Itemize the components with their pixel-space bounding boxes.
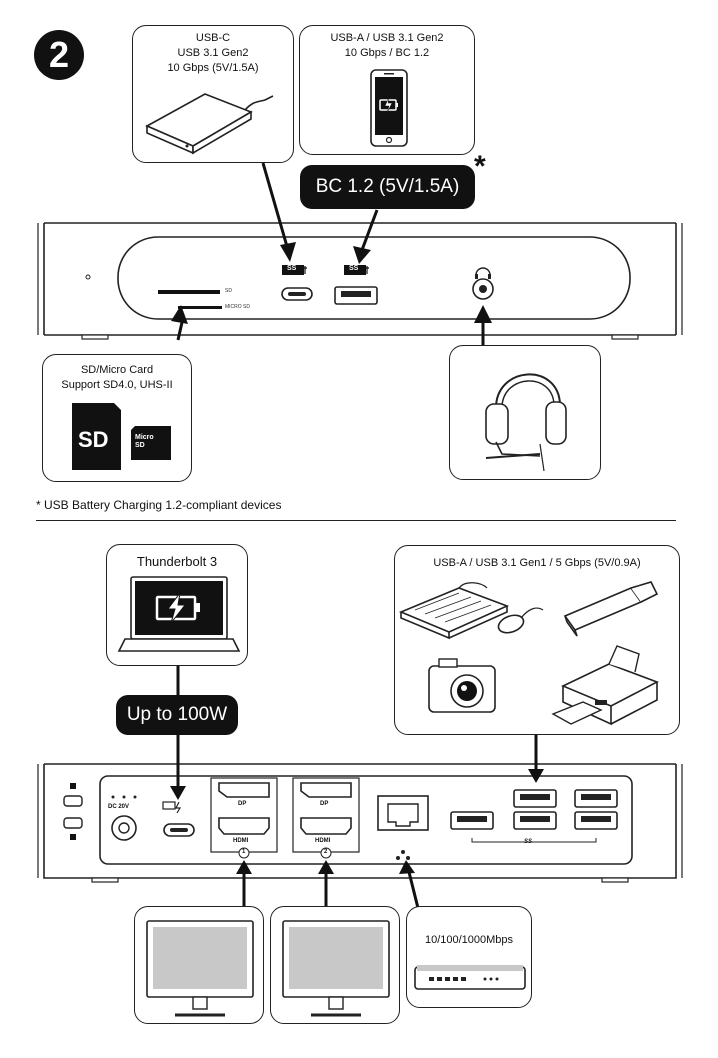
headset-box bbox=[449, 345, 601, 480]
hdmi-number-2: 2 bbox=[324, 849, 328, 855]
monitor-icon-1 bbox=[146, 920, 254, 1017]
step-number: 2 bbox=[48, 34, 70, 75]
bc-charging-pill: BC 1.2 (5V/1.5A) bbox=[300, 165, 475, 209]
thunderbolt-laptop-box: Thunderbolt 3 bbox=[106, 544, 248, 666]
hdmi-label-2: HDMI bbox=[315, 838, 331, 844]
usbc-line2: USB 3.1 Gen2 bbox=[177, 47, 249, 59]
dc-input-label: DC 20V bbox=[108, 804, 130, 810]
thunderbolt-label: Thunderbolt 3 bbox=[136, 554, 218, 569]
network-switch-icon bbox=[414, 965, 526, 990]
usba-rear-label: USB-A / USB 3.1 Gen1 / 5 Gbps (5V/0.9A) bbox=[433, 557, 641, 569]
micro-card-text: Micro SD bbox=[135, 434, 154, 449]
sd-card-text: SD bbox=[78, 427, 109, 452]
usba-phone-box: USB-A / USB 3.1 Gen2 10 Gbps / BC 1.2 bbox=[299, 25, 475, 155]
hdmi-number-1: 1 bbox=[242, 849, 246, 855]
monitor-box-1 bbox=[134, 906, 264, 1024]
usbc-line1: USB-C bbox=[195, 32, 231, 44]
footnote: * USB Battery Charging 1.2-compliant dev… bbox=[36, 498, 282, 512]
sd-box-line1: SD/Micro Card bbox=[80, 364, 154, 376]
usb-flash-drive-icon bbox=[563, 581, 659, 637]
sd-card-box: SD/Micro Card Support SD4.0, UHS-II SD M… bbox=[42, 354, 192, 482]
printer-icon bbox=[551, 645, 659, 726]
dp-label-1: DP bbox=[238, 801, 247, 807]
smartphone-icon bbox=[370, 69, 408, 147]
ss-usb-label: SS bbox=[524, 839, 533, 845]
laptop-icon bbox=[117, 576, 241, 652]
section-divider bbox=[36, 520, 676, 521]
usbc-line3: 10 Gbps (5V/1.5A) bbox=[167, 62, 259, 74]
sd-box-line2: Support SD4.0, UHS-II bbox=[61, 379, 173, 391]
external-drive-icon bbox=[145, 93, 274, 155]
keyboard-icon bbox=[398, 582, 510, 640]
hdmi-label-1: HDMI bbox=[233, 838, 249, 844]
usbc-device-box: USB-C USB 3.1 Gen2 10 Gbps (5V/1.5A) bbox=[132, 25, 294, 163]
usba-front-line2: 10 Gbps / BC 1.2 bbox=[344, 47, 430, 59]
monitor-box-2 bbox=[270, 906, 400, 1024]
monitor-icon-2 bbox=[282, 920, 390, 1017]
sd-slot-label: SD bbox=[225, 288, 232, 294]
usba-ss-icon: SS bbox=[349, 265, 359, 272]
front-dock-panel bbox=[37, 162, 683, 345]
camera-icon bbox=[428, 658, 496, 713]
usbc-ss-icon: SS bbox=[287, 265, 297, 272]
sd-card-icon bbox=[72, 403, 171, 470]
power-delivery-pill: Up to 100W bbox=[116, 695, 238, 735]
network-switch-box: 10/100/1000Mbps bbox=[406, 906, 532, 1008]
headset-icon bbox=[485, 373, 567, 472]
usba-front-line1: USB-A / USB 3.1 Gen2 bbox=[330, 32, 444, 44]
step-badge: 2 bbox=[34, 30, 84, 80]
asterisk-mark: * bbox=[474, 150, 486, 183]
usba-peripherals-box: USB-A / USB 3.1 Gen1 / 5 Gbps (5V/0.9A) bbox=[394, 545, 680, 735]
microsd-slot-label: MICRO SD bbox=[225, 304, 250, 310]
dp-label-2: DP bbox=[320, 801, 329, 807]
mouse-icon bbox=[497, 607, 544, 634]
network-speed-label: 10/100/1000Mbps bbox=[424, 934, 514, 946]
